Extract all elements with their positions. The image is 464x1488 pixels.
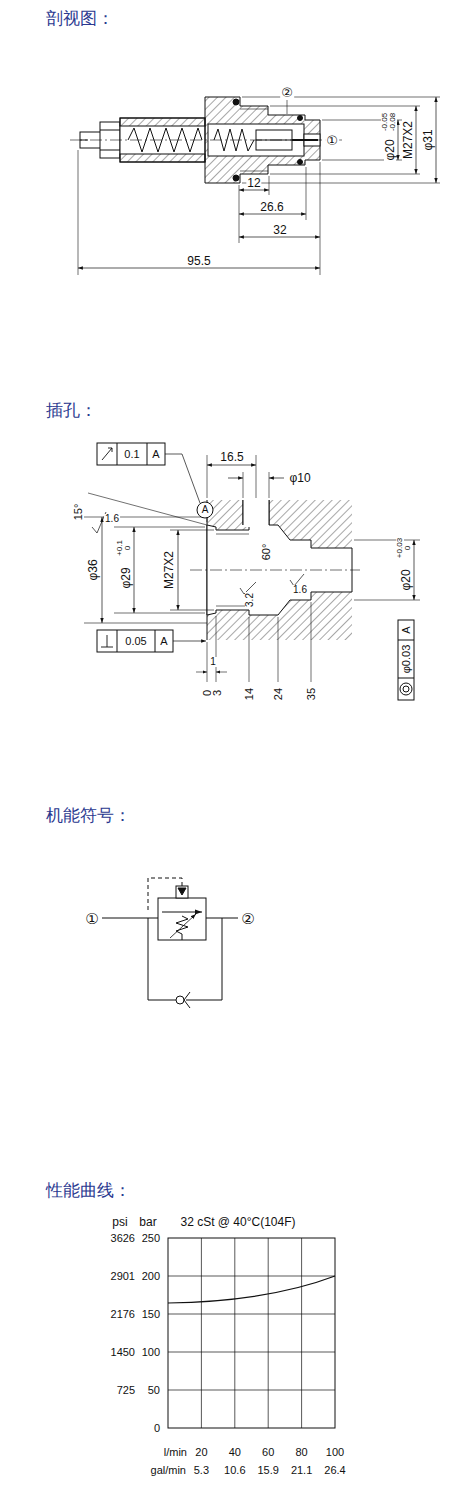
dimension-label: φ20: [400, 568, 412, 591]
dimension-label: φ31: [422, 128, 434, 151]
port-number: ①: [325, 134, 339, 147]
axis-unit: bar: [138, 1216, 157, 1228]
section-heading: 性能曲线：: [45, 1182, 132, 1199]
dimension-label: φ10: [288, 472, 311, 484]
dimension-label: M27X2: [402, 120, 414, 160]
axis-tick: 200: [141, 1271, 161, 1282]
ordinate-label: 24: [273, 687, 284, 701]
axis-tick: 5.3: [193, 1465, 210, 1476]
section-heading: 剖视图：: [45, 10, 115, 27]
dimension-label: 32: [272, 224, 287, 236]
axis-tick: 725: [116, 1385, 136, 1396]
tolerance: -0.05: [381, 112, 389, 132]
axis-tick: 150: [141, 1309, 161, 1320]
tolerance: +0.03: [396, 537, 404, 559]
axis-tick: 250: [141, 1233, 161, 1244]
tolerance: 0: [404, 545, 412, 551]
section-heading: 插孔：: [45, 402, 98, 419]
cavity-drawing: [84, 443, 420, 700]
axis-tick: 100: [141, 1347, 161, 1358]
axis-tick: 40: [228, 1447, 242, 1458]
tolerance-value: 0.05: [124, 636, 147, 647]
axis-tick: 60: [261, 1447, 275, 1458]
angle-label: 15°: [73, 503, 84, 522]
dimension-label: φ29: [120, 566, 132, 589]
roughness-value: 3.2: [245, 592, 255, 608]
dimension-label: 12: [246, 177, 261, 189]
axis-tick: 15.9: [256, 1465, 279, 1476]
ordinate-label: 3: [212, 689, 223, 697]
axis-tick: 50: [147, 1385, 161, 1396]
axis-tick: 10.6: [223, 1465, 246, 1476]
datum-letter: A: [151, 449, 160, 460]
port-number: ①: [84, 911, 99, 926]
axis-tick: 2176: [110, 1309, 136, 1320]
cross-section: [70, 97, 440, 275]
dimension-label: 16.5: [219, 451, 244, 463]
datum-letter: A: [201, 505, 210, 515]
hydraulic-symbol: [102, 878, 238, 1008]
axis-tick: 100: [325, 1447, 345, 1458]
dimension-label: 26.6: [259, 201, 284, 213]
dimension-label: 95.5: [186, 255, 211, 267]
roughness-value: 1.6: [104, 514, 120, 524]
axis-unit: gal/min: [150, 1465, 187, 1476]
tolerance-value: φ0.03: [401, 644, 412, 675]
axis-unit: l/min: [163, 1447, 188, 1458]
axis-tick: 21.1: [290, 1465, 313, 1476]
tolerance-value: 0.1: [123, 449, 140, 460]
section-heading: 机能符号：: [45, 807, 132, 824]
dimension-label: M27X2: [163, 550, 175, 590]
tolerance: -0.08: [389, 112, 397, 132]
axis-tick: 80: [294, 1447, 308, 1458]
port-number: ②: [240, 911, 255, 926]
performance-chart: [168, 1238, 335, 1428]
datum-letter: A: [401, 625, 412, 634]
ordinate-label: 14: [244, 687, 255, 701]
axis-tick: 26.4: [323, 1465, 346, 1476]
tolerance: 0: [124, 545, 132, 551]
axis-unit: psi: [111, 1216, 128, 1228]
dimension-label: φ36: [87, 558, 99, 581]
angle-label: 60°: [261, 543, 272, 562]
ordinate-label: 35: [306, 687, 317, 701]
dimension-label: 1: [209, 657, 217, 667]
axis-tick: 2901: [110, 1271, 136, 1282]
axis-tick: 1450: [110, 1347, 136, 1358]
axis-tick: 20: [194, 1447, 208, 1458]
chart-condition: 32 cSt @ 40°C(104F): [179, 1216, 296, 1228]
axis-tick: 0: [153, 1423, 161, 1434]
roughness-value: 1.6: [292, 585, 308, 595]
port-number: ②: [280, 86, 294, 99]
tolerance: +0.1: [116, 539, 124, 557]
datum-letter: A: [159, 636, 168, 647]
dimension-label: φ20: [384, 138, 396, 161]
axis-tick: 3626: [110, 1233, 136, 1244]
